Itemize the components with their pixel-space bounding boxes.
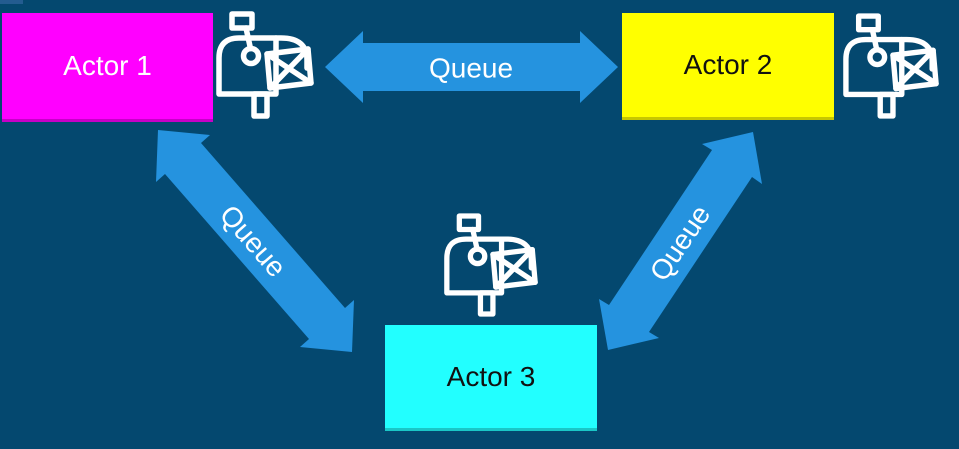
node-actor-1-label: Actor 1 — [63, 50, 152, 81]
node-actor-1: Actor 1 — [2, 13, 213, 122]
mailbox-icon — [443, 212, 539, 318]
node-actor-2-label: Actor 2 — [683, 49, 773, 80]
queue-label-actor1-actor2: Queue — [429, 53, 513, 84]
queue-arrow-actor3-actor2 — [599, 132, 762, 350]
mailbox-icon — [842, 12, 940, 120]
corner-decoration — [0, 0, 23, 4]
node-actor-2: Actor 2 — [622, 13, 834, 120]
mailbox-icon — [215, 10, 315, 120]
queue-arrow-actor1-actor3 — [156, 130, 354, 352]
node-actor-3-label: Actor 3 — [446, 360, 536, 392]
queue-arrow-actor1-actor2 — [325, 31, 618, 103]
node-actor-3: Actor 3 — [385, 325, 597, 431]
